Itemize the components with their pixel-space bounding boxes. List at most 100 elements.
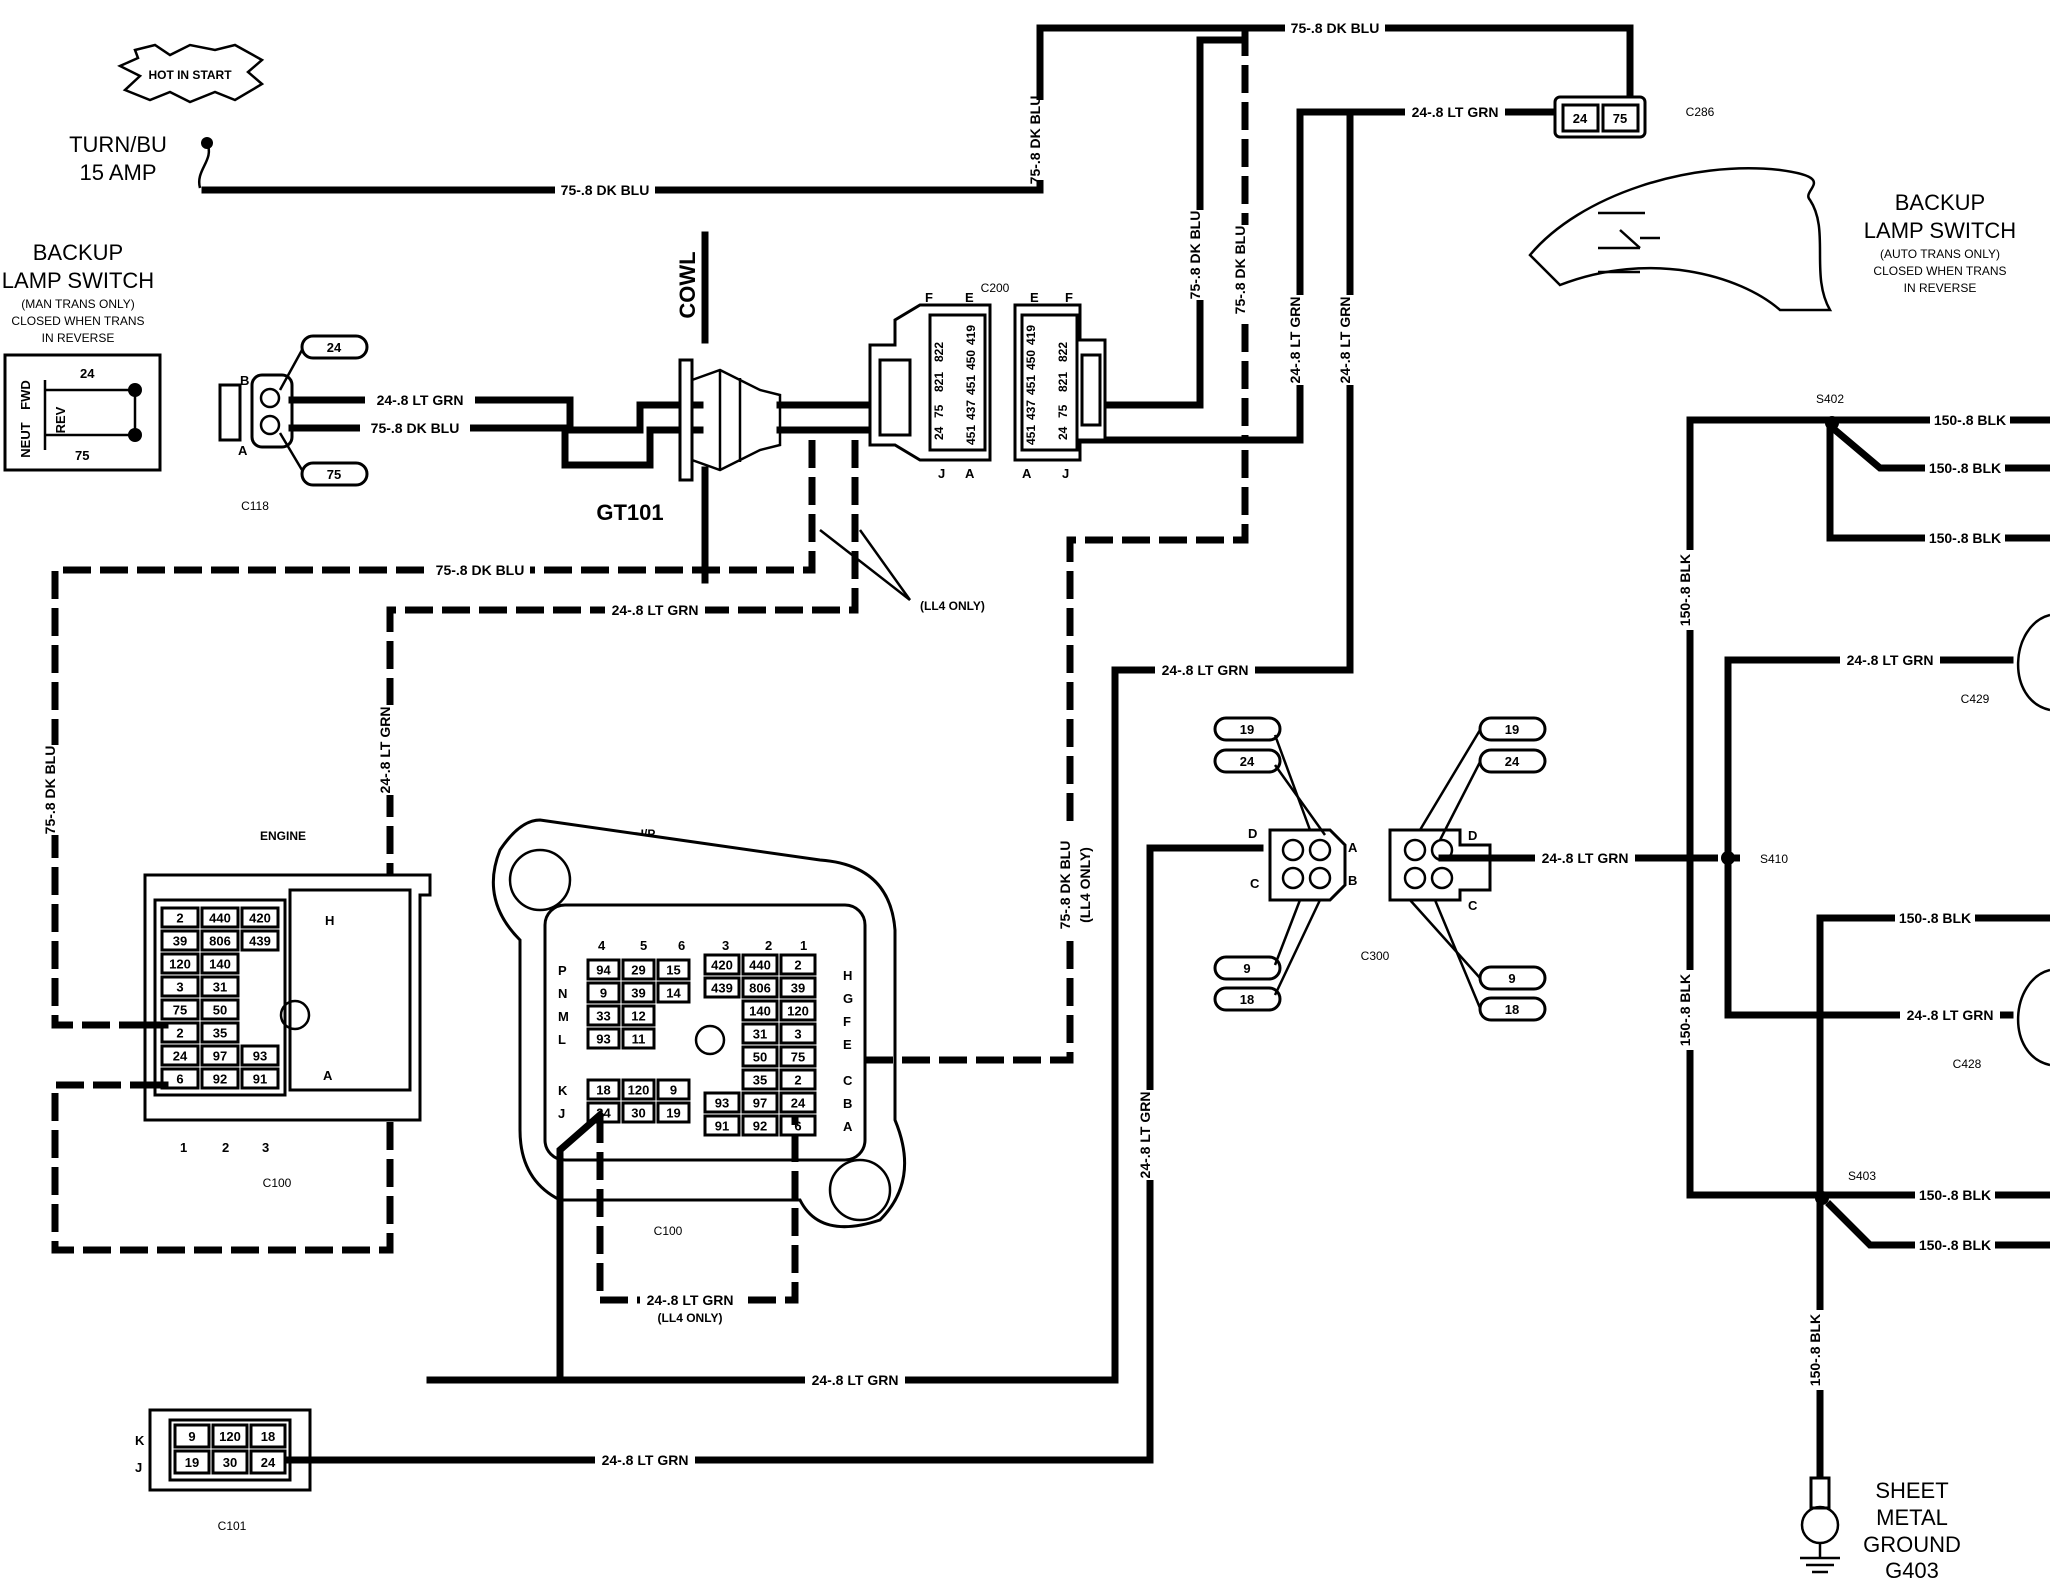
- c200-left-letter-j: J: [938, 466, 945, 481]
- c429-label: C429: [1961, 692, 1990, 706]
- c300-label: C300: [1361, 949, 1390, 963]
- fuse-name: TURN/BU: [69, 132, 167, 157]
- ip-left-pin: 29: [631, 963, 645, 978]
- engine-cell: [160, 952, 200, 975]
- ip-right-cell: [741, 1022, 779, 1045]
- ip-left-pin: 9: [600, 986, 607, 1001]
- ip-right-cell: [779, 953, 817, 976]
- ip-right-cell: [779, 1045, 817, 1068]
- ip-left-cell: [586, 958, 621, 981]
- ground-line4: G403: [1885, 1558, 1939, 1583]
- man-switch-note3: IN REVERSE: [42, 331, 115, 345]
- ip-right-cell: [741, 999, 779, 1022]
- ip-left-bottom-pin: 120: [628, 1083, 650, 1098]
- wire-label-blk-v2: 150-.8 BLK: [1677, 974, 1693, 1046]
- engine-cell: [240, 929, 280, 952]
- engine-pin: 440: [209, 911, 231, 926]
- connector-c118[interactable]: B A 24 75 C118: [218, 334, 369, 513]
- c300-right-24: 24: [1505, 754, 1520, 769]
- wire-label-blk-v3: 150-.8 BLK: [1807, 1314, 1823, 1386]
- connector-c286[interactable]: 24 75 C286: [1553, 95, 1715, 139]
- wire-label-blk-v1: 150-.8 BLK: [1677, 554, 1693, 626]
- ip-left-pin: 11: [632, 1032, 646, 1047]
- ip-left-letter: N: [558, 986, 567, 1001]
- c300-left-24: 24: [1240, 754, 1255, 769]
- ip-left-cell: [586, 1027, 621, 1050]
- wire-label-blk-3: 150-.8 BLK: [1929, 530, 2001, 546]
- wire-label-vert-dkblu: 75-.8 DK BLU: [1027, 96, 1043, 185]
- engine-pin: 24: [173, 1049, 188, 1064]
- backup-switch-auto[interactable]: [1528, 167, 1833, 312]
- wire-ltgrn-c286: [1076, 108, 1569, 444]
- man-switch-note1: (MAN TRANS ONLY): [21, 297, 135, 311]
- engine-cell: [200, 1044, 240, 1067]
- hot-in-start-label: HOT IN START: [148, 68, 232, 82]
- connector-c300[interactable]: 19 24 9 18 D A C B D C 19 24 9 18: [1213, 716, 1547, 1022]
- c200-r-c0: 451: [1024, 425, 1038, 445]
- c300-letter-d: D: [1248, 826, 1257, 841]
- engine-cell: [160, 998, 200, 1021]
- auto-switch-note1: (AUTO TRANS ONLY): [1880, 247, 2000, 261]
- engine-cell: [200, 952, 240, 975]
- wire-lamp-c428-ltgrn: [1724, 854, 2014, 1019]
- engine-cell: [200, 906, 240, 929]
- wire-label-mid-ltgrn: 24-.8 LT GRN: [1162, 662, 1249, 678]
- engine-pin: 39: [173, 934, 187, 949]
- splice-s402-label: S402: [1816, 392, 1844, 406]
- ip-left-pin: 33: [596, 1009, 610, 1024]
- ip-right-pin: 2: [794, 1073, 801, 1088]
- ip-right-cba-letter: C: [843, 1073, 853, 1088]
- wire-label-c200r-dkblu: 75-.8 DK BLU: [1187, 211, 1203, 300]
- ip-left-cell: [656, 981, 691, 1004]
- engine-bottom-3: 3: [262, 1140, 269, 1155]
- cowl-label: COWL: [675, 251, 700, 318]
- ip-right-letter: F: [843, 1014, 851, 1029]
- engine-cell: [160, 1044, 200, 1067]
- engine-cell: [160, 1021, 200, 1044]
- wire-label-blk-1: 150-.8 BLK: [1934, 412, 2006, 428]
- c300-right-18: 18: [1505, 1002, 1519, 1017]
- backup-switch-manual[interactable]: NEUT FWD REV 24 75: [3, 353, 162, 472]
- man-switch-neut: NEUT: [18, 422, 33, 457]
- engine-cell: [200, 1021, 240, 1044]
- ip-right-cell: [741, 1068, 779, 1091]
- c200-left-letter-f: F: [925, 290, 933, 305]
- engine-cell: [200, 929, 240, 952]
- ip-right-pin: 140: [749, 1004, 771, 1019]
- wire-label-fuse-feed: 75-.8 DK BLU: [561, 182, 650, 198]
- ip-right-pin: 24: [791, 1096, 806, 1111]
- c200-l-c8: 419: [964, 325, 978, 345]
- engine-pin: 420: [249, 911, 271, 926]
- c118-pill-24: 24: [327, 340, 342, 355]
- engine-label: ENGINE: [260, 829, 306, 843]
- c101-pin: 120: [219, 1429, 241, 1444]
- c200-l-c2: 821: [932, 372, 946, 392]
- c200-r-c4: 419: [1024, 325, 1038, 345]
- ip-right-cell: [741, 1091, 779, 1114]
- man-switch-title1: BACKUP: [33, 240, 123, 265]
- c100-ip-label: C100: [654, 1224, 683, 1238]
- ip-right-pin: 97: [753, 1096, 767, 1111]
- wire-label-blk-6: 150-.8 BLK: [1919, 1237, 1991, 1253]
- ip-right-pin: 440: [749, 958, 771, 973]
- c200-l-c1: 75: [932, 404, 946, 418]
- splice-s403-dot: [1815, 1191, 1829, 1205]
- connector-c200[interactable]: C200 F E J A 24 75 821 822 451 437 451 4…: [868, 281, 1107, 481]
- ip-right-pin: 120: [787, 1004, 809, 1019]
- ip-right-letter: E: [843, 1037, 852, 1052]
- ip-right-pin: 3: [794, 1027, 801, 1042]
- ip-right-cell: [741, 1045, 779, 1068]
- wire-label-blk-2: 150-.8 BLK: [1929, 460, 2001, 476]
- ip-right-pin: 439: [711, 981, 733, 996]
- c200-l-c7: 450: [964, 350, 978, 370]
- c286-label: C286: [1686, 105, 1715, 119]
- wire-ll4-ltgrn: [51, 440, 859, 1254]
- c118-pill-75: 75: [327, 467, 341, 482]
- c101-pin: 24: [261, 1455, 276, 1470]
- engine-pin: 97: [213, 1049, 227, 1064]
- c200-r-c1: 437: [1024, 400, 1038, 420]
